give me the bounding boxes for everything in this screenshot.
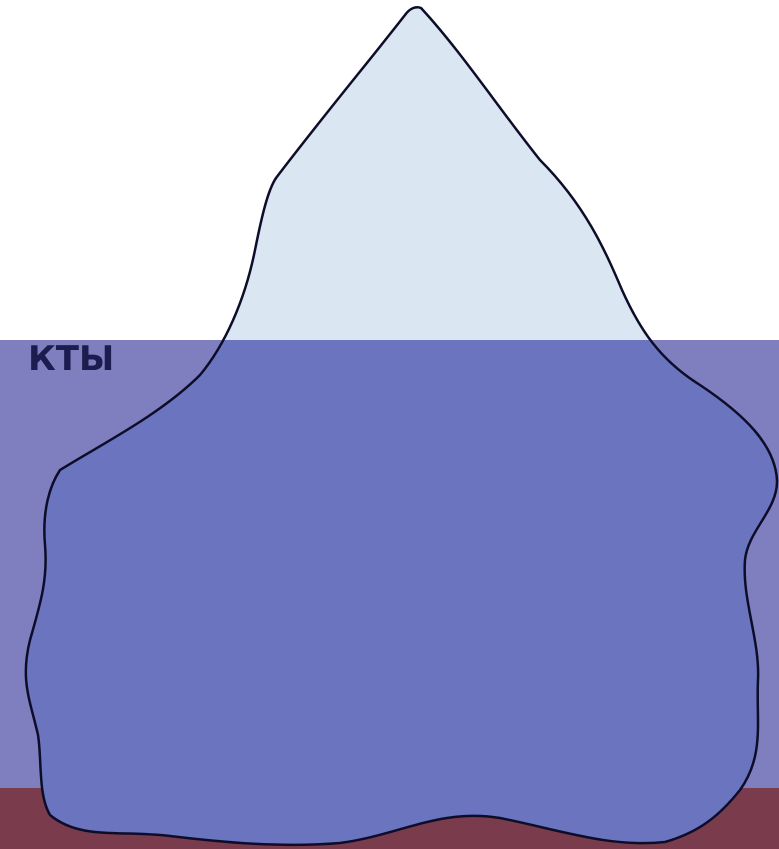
ice-above-water (0, 0, 779, 340)
ice-below-water (0, 340, 779, 849)
